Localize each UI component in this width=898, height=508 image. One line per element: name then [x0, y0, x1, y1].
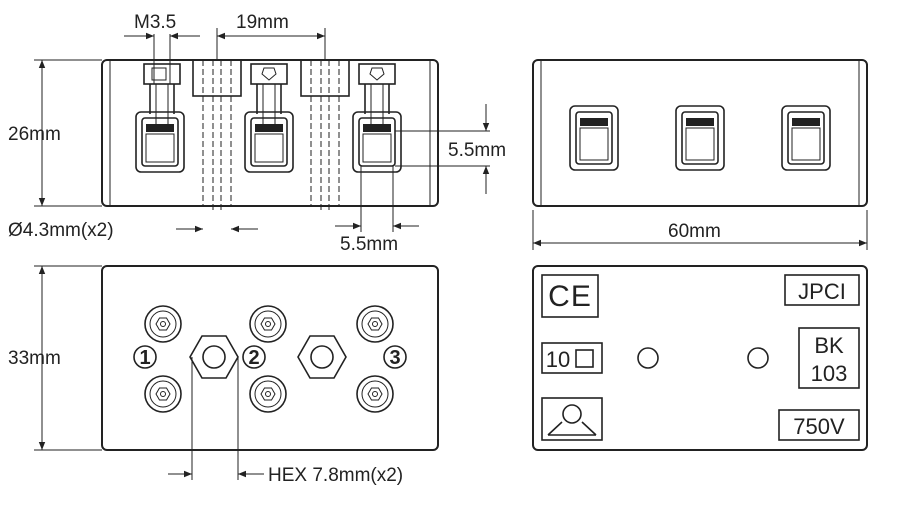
side-clamp-1: [569, 105, 619, 171]
screw-3-top: [356, 305, 394, 343]
terminal-number-2-text: 2: [248, 347, 259, 369]
mount-hole-left: [637, 347, 659, 369]
dim-pitch: 19mm: [216, 12, 326, 60]
front-terminal-2: [244, 63, 294, 173]
screw-1-bottom: [144, 375, 182, 413]
terminal-number-2: 2: [242, 345, 266, 369]
label-length: 60mm: [668, 221, 721, 242]
screw-1-top: [144, 305, 182, 343]
dim-hole-diameter: Ø4.3mm(x2): [8, 220, 258, 241]
label-height-front: 26mm: [8, 124, 61, 145]
ce-mark-text: CE: [548, 280, 592, 313]
brand-mark-text: JPCI: [798, 279, 846, 304]
ce-mark: CE: [541, 274, 599, 318]
dim-hex: HEX 7.8mm(x2): [168, 357, 403, 486]
label-depth: 33mm: [8, 348, 61, 369]
label-hex: HEX 7.8mm(x2): [268, 465, 403, 486]
screw-2-bottom: [249, 375, 287, 413]
bottom-view: CE JPCI 10 BK 103 750V: [532, 265, 868, 451]
side-view: 60mm: [532, 59, 868, 250]
model-mark-line1: BK: [814, 333, 844, 358]
dim-height-front: 26mm: [8, 59, 102, 207]
label-screw-size: M3.5: [134, 12, 176, 33]
terminal-number-1-text: 1: [139, 347, 150, 369]
terminal-number-3-text: 3: [389, 347, 400, 369]
hex-nut-left: [189, 335, 239, 379]
terminal-number-1: 1: [133, 345, 157, 369]
rating-mark: 10: [541, 342, 603, 374]
dim-clamp-width: 5.5mm: [335, 166, 419, 255]
model-mark: BK 103: [798, 327, 860, 389]
terminal-number-3: 3: [383, 345, 407, 369]
voltage-mark: 750V: [778, 409, 860, 441]
hex-nut-right: [297, 335, 347, 379]
approval-icon: [541, 397, 603, 441]
front-terminal-3: [352, 63, 402, 173]
voltage-mark-text: 750V: [793, 414, 845, 439]
screw-3-bottom: [356, 375, 394, 413]
dim-depth: 33mm: [8, 265, 102, 451]
label-clamp-height: 5.5mm: [448, 140, 506, 161]
rating-mark-text: 10: [546, 347, 570, 372]
side-clamp-3: [781, 105, 831, 171]
top-view: 33mm: [8, 265, 439, 486]
mount-hole-right: [747, 347, 769, 369]
side-clamp-2: [675, 105, 725, 171]
label-clamp-width: 5.5mm: [340, 234, 398, 255]
screw-2-top: [249, 305, 287, 343]
model-mark-line2: 103: [811, 361, 848, 386]
front-view: M3.5 19mm 26mm 5.5mm: [8, 12, 506, 255]
front-terminal-1: [135, 63, 185, 173]
brand-mark: JPCI: [784, 274, 860, 306]
label-hole-diameter: Ø4.3mm(x2): [8, 220, 114, 241]
dim-length: 60mm: [532, 210, 868, 250]
dim-clamp-height: 5.5mm: [395, 104, 506, 194]
dim-screw-size: M3.5: [124, 12, 200, 84]
label-pitch: 19mm: [236, 12, 289, 33]
hex-standoff-left: [192, 59, 242, 210]
